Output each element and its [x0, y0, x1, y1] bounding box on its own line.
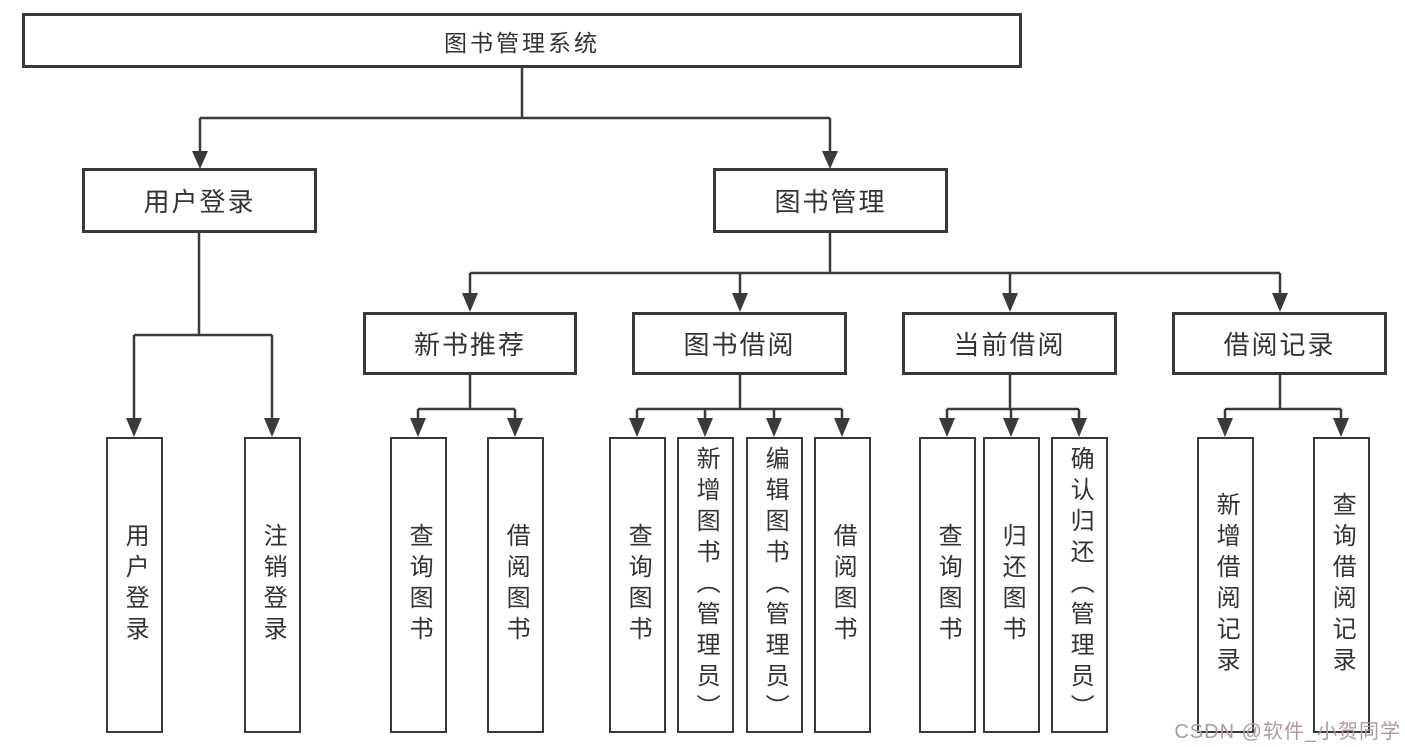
node-new-book-recommend: 新书推荐 — [363, 312, 577, 375]
leaf-current-return-books-label: 归还图书 — [998, 523, 1026, 647]
node-borrow-records: 借阅记录 — [1172, 312, 1387, 375]
leaf-newbooks-borrow-books: 借阅图书 — [487, 437, 544, 733]
node-book-management: 图书管理 — [713, 168, 948, 233]
connector-new-books-to-leaves — [410, 375, 523, 437]
node-current-borrow: 当前借阅 — [902, 312, 1117, 375]
leaf-newbooks-borrow-books-label: 借阅图书 — [502, 523, 530, 647]
leaf-records-add-record-label: 新增借阅记录 — [1212, 492, 1240, 678]
leaf-records-add-record: 新增借阅记录 — [1197, 437, 1254, 733]
leaf-records-query-record: 查询借阅记录 — [1313, 437, 1370, 733]
leaf-borrow-add-books-admin: 新增图书（管理员） — [677, 437, 734, 733]
leaf-records-query-record-label: 查询借阅记录 — [1328, 492, 1356, 678]
leaf-current-query-books-label: 查询图书 — [934, 523, 962, 647]
connector-book-borrow-to-leaves — [629, 375, 850, 437]
leaf-user-login-label: 用户登录 — [121, 523, 149, 647]
leaf-current-query-books: 查询图书 — [919, 437, 976, 733]
connector-borrow-records-to-leaves — [1217, 375, 1349, 437]
leaf-logout-login: 注销登录 — [244, 437, 301, 733]
node-user-login: 用户登录 — [82, 168, 317, 233]
leaf-borrow-add-books-admin-label: 新增图书（管理员） — [692, 445, 720, 725]
connector-current-borrow-to-leaves — [939, 375, 1087, 437]
leaf-newbooks-query-books-label: 查询图书 — [405, 523, 433, 647]
connector-book-mgmt-to-modules — [462, 233, 1288, 312]
leaf-current-confirm-return-admin-label: 确认归还（管理员） — [1066, 445, 1094, 725]
leaf-borrow-edit-books-admin: 编辑图书（管理员） — [746, 437, 803, 733]
leaf-borrow-query-books: 查询图书 — [609, 437, 666, 733]
leaf-current-confirm-return-admin: 确认归还（管理员） — [1051, 437, 1108, 733]
leaf-newbooks-query-books: 查询图书 — [390, 437, 447, 733]
leaf-borrow-query-books-label: 查询图书 — [624, 523, 652, 647]
leaf-borrow-borrow-books: 借阅图书 — [814, 437, 871, 733]
leaf-user-login: 用户登录 — [106, 437, 163, 733]
leaf-borrow-edit-books-admin-label: 编辑图书（管理员） — [761, 445, 789, 725]
csdn-watermark: CSDN @软件_小贺同学 — [1174, 721, 1401, 743]
leaf-borrow-borrow-books-label: 借阅图书 — [829, 523, 857, 647]
node-library-management-system: 图书管理系统 — [22, 13, 1022, 68]
node-book-borrow: 图书借阅 — [632, 312, 847, 375]
leaf-logout-login-label: 注销登录 — [259, 523, 287, 647]
connector-root-to-level1 — [192, 68, 838, 169]
connector-user-login-to-leaves — [126, 233, 280, 437]
leaf-current-return-books: 归还图书 — [983, 437, 1040, 733]
